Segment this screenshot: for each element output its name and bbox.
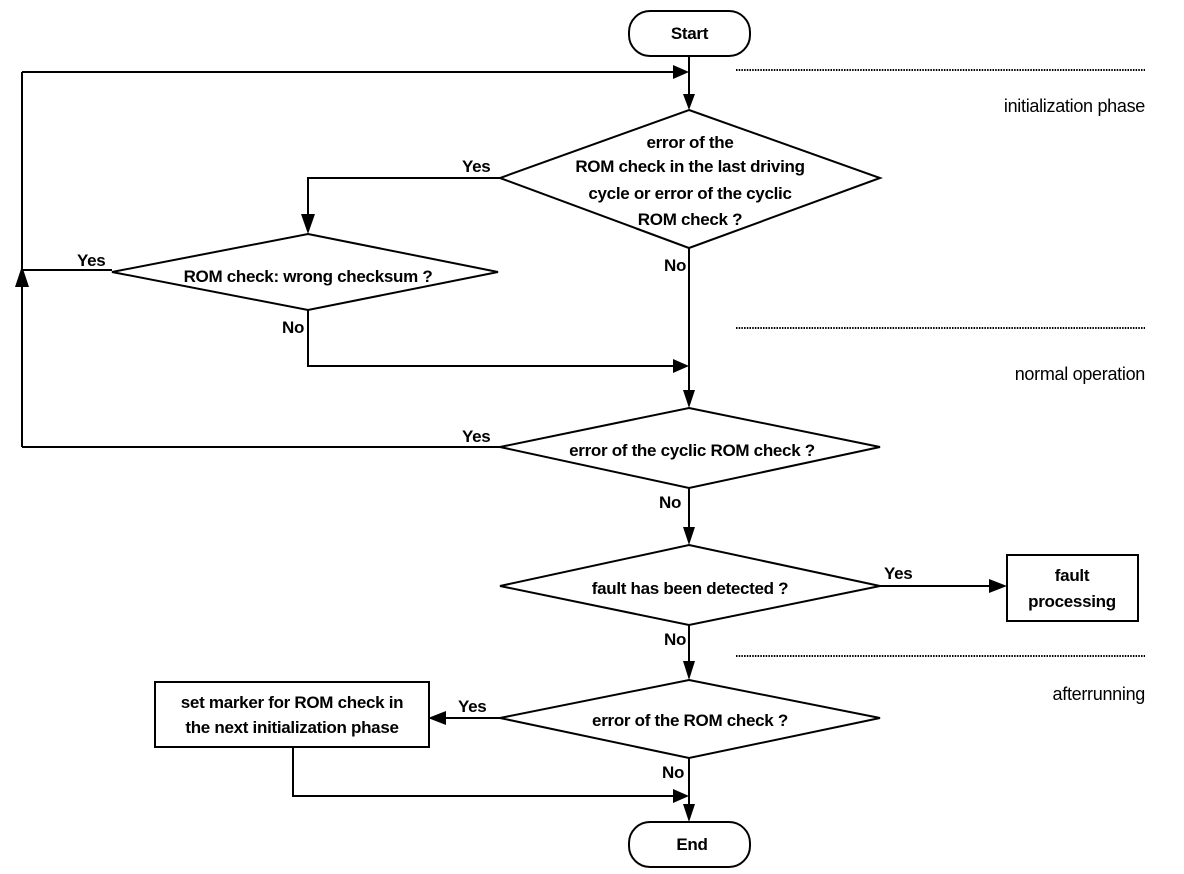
decision-rom-check-error	[499, 678, 881, 760]
decision3-yes-label: Yes	[884, 564, 912, 583]
decision2-no-label: No	[659, 493, 681, 512]
decision1-line-2: ROM check in the last driving	[575, 157, 804, 176]
set-marker-line-1: set marker for ROM check in	[181, 693, 403, 712]
arrowhead-loop-left-up	[15, 266, 29, 287]
arrowhead-into-decision2	[683, 390, 695, 408]
end-label: End	[676, 835, 707, 854]
decision4-yes-label: Yes	[458, 697, 486, 716]
phase-label-initialization: initialization phase	[1004, 96, 1145, 116]
start-terminal	[628, 10, 751, 57]
arrowhead-into-decision3	[683, 527, 695, 545]
decision2-label: error of the cyclic ROM check ?	[569, 441, 815, 460]
connector-set-marker-to-end	[292, 748, 676, 797]
decision-rom-error-last-cycle	[497, 108, 883, 250]
arrowhead-into-fault-processing	[989, 579, 1007, 593]
decision4-label: error of the ROM check ?	[592, 711, 788, 730]
checksum-label: ROM check: wrong checksum ?	[184, 267, 433, 286]
arrowhead-into-decision1	[683, 94, 695, 110]
connector-decision1-yes	[307, 177, 500, 218]
decision-cyclic-rom-error	[499, 406, 881, 490]
arrowhead-into-checksum	[301, 214, 315, 234]
decision1-line-3: cycle or error of the cyclic	[588, 184, 791, 203]
decision1-line-1: error of the	[646, 133, 733, 152]
decision2-yes-label: Yes	[462, 427, 490, 446]
decision1-no-label: No	[664, 256, 686, 275]
arrowhead-into-set-marker	[428, 711, 446, 725]
arrowhead-into-decision4	[683, 661, 695, 680]
decision1-yes-label: Yes	[462, 157, 490, 176]
arrowhead-into-end	[683, 804, 695, 822]
set-marker-box	[154, 681, 430, 748]
fault-processing-line-2: processing	[1028, 592, 1116, 611]
decision-fault-detected	[499, 543, 881, 627]
checksum-yes-label: Yes	[77, 251, 105, 270]
arrowhead-set-marker-merge	[673, 789, 689, 803]
checksum-no-label: No	[282, 318, 304, 337]
arrowhead-checksum-no-merge	[673, 359, 689, 373]
fault-processing-line-1: fault	[1055, 566, 1090, 585]
arrowhead-loop-top	[673, 65, 689, 79]
connector-checksum-no	[307, 310, 676, 367]
decision3-label: fault has been detected ?	[592, 579, 789, 598]
set-marker-line-2: the next initialization phase	[185, 718, 398, 737]
decision1-line-4: ROM check ?	[638, 210, 742, 229]
fault-processing-box	[1006, 554, 1139, 622]
phase-label-afterrunning: afterrunning	[1053, 684, 1145, 704]
phase-label-normal: normal operation	[1015, 364, 1145, 384]
start-label: Start	[671, 24, 709, 43]
end-terminal	[628, 821, 751, 868]
decision-wrong-checksum	[111, 232, 499, 312]
decision3-no-label: No	[664, 630, 686, 649]
decision4-no-label: No	[662, 763, 684, 782]
